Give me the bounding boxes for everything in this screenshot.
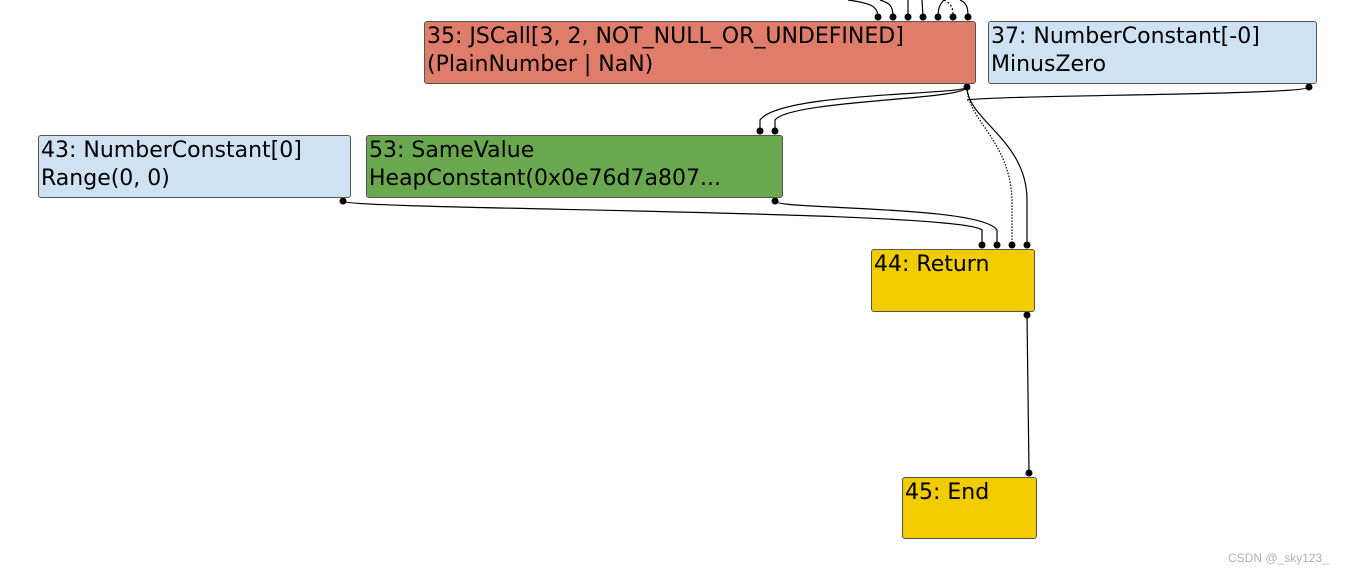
edge-44-45: [1026, 314, 1030, 473]
edge-35-44: [966, 86, 1013, 244]
edge-37-53: [966, 86, 1310, 101]
node-44-return[interactable]: 44: Return: [871, 249, 1035, 312]
edge-35-44: [966, 86, 1028, 244]
node-title: 35: JSCall[3, 2, NOT_NULL_OR_UNDEFINED]: [427, 24, 904, 49]
node-title: 44: Return: [874, 252, 990, 277]
edge-input-35: [847, 0, 879, 18]
node-title: 43: NumberConstant[0]: [41, 138, 302, 163]
node-43-number-constant[interactable]: 43: NumberConstant[0] Range(0, 0): [38, 135, 351, 198]
node-title: 53: SameValue: [369, 138, 535, 163]
node-title: 45: End: [905, 480, 990, 505]
node-37-number-constant[interactable]: 37: NumberConstant[-0] MinusZero: [988, 21, 1317, 84]
edge-35-53: [774, 86, 968, 130]
node-type: HeapConstant(0x0e76d7a807...: [369, 166, 721, 191]
node-title: 37: NumberConstant[-0]: [991, 24, 1260, 49]
node-type: (PlainNumber | NaN): [427, 52, 654, 77]
node-type: MinusZero: [991, 52, 1107, 77]
edge-35-53: [759, 86, 968, 130]
node-35-jscall[interactable]: 35: JSCall[3, 2, NOT_NULL_OR_UNDEFINED] …: [424, 21, 976, 84]
edge-43-44: [342, 200, 983, 244]
node-type: Range(0, 0): [41, 166, 170, 191]
node-53-same-value[interactable]: 53: SameValue HeapConstant(0x0e76d7a807.…: [366, 135, 783, 198]
edge-input-35: [943, 0, 954, 18]
edge-53-44: [774, 200, 998, 244]
watermark: CSDN @_sky123_: [1228, 551, 1329, 565]
edge-port-dots: [339, 13, 1313, 477]
node-45-end[interactable]: 45: End: [902, 477, 1037, 539]
